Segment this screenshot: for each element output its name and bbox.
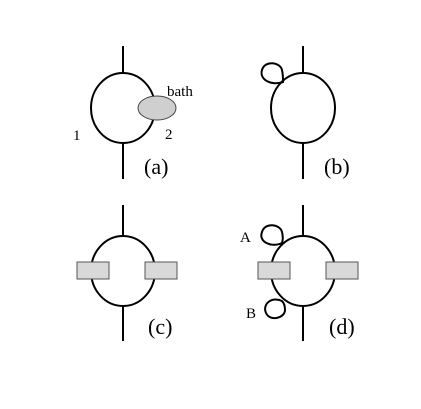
panel-d-right-bath	[325, 261, 359, 280]
panel-a-left-label: 1	[73, 128, 81, 144]
panel-b: (b)	[260, 46, 350, 179]
panel-c-left-bath	[76, 261, 110, 280]
panel-d-loop-b	[264, 298, 287, 320]
panel-a-label: (a)	[144, 154, 168, 179]
panel-b-label: (b)	[324, 154, 350, 179]
panel-a-bath-label: bath	[167, 84, 193, 100]
panel-d-loop-a-label: A	[240, 230, 251, 246]
panel-c-right-bath	[144, 261, 178, 280]
panel-a-right-label: 2	[165, 127, 173, 143]
panel-d-loop-b-label: B	[246, 306, 256, 322]
panel-d: A B (d)	[240, 205, 359, 341]
panel-a-bath-ellipse	[137, 95, 177, 121]
panel-d-label: (d)	[329, 314, 355, 339]
panel-d-left-bath	[257, 261, 291, 280]
panel-c-label: (c)	[148, 314, 172, 339]
panel-b-loop	[260, 62, 285, 85]
panel-c: (c)	[76, 205, 178, 341]
panel-a: bath 1 2 (a)	[73, 46, 193, 179]
panel-d-loop-a	[260, 224, 284, 246]
